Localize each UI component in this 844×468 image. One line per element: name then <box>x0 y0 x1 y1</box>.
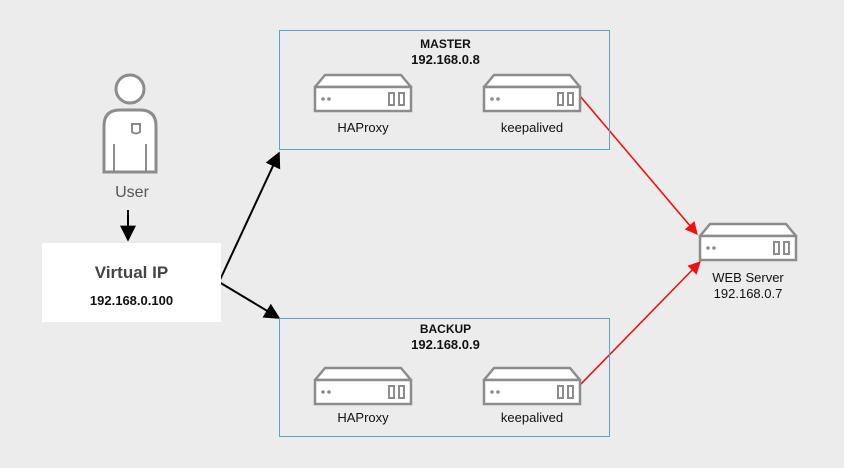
backup-haproxy-server-icon <box>313 366 413 406</box>
virtual-ip-address: 192.168.0.100 <box>89 293 174 308</box>
person-icon <box>102 73 158 174</box>
backup-group: BACKUP 192.168.0.9 HAProxy keepalived <box>279 318 610 437</box>
web-server-address: 192.168.0.7 <box>713 286 783 301</box>
web-server-label: WEB Server <box>712 270 784 285</box>
master-keepalived-server-icon <box>482 73 582 113</box>
backup-keepalived-to-web-arrow <box>579 261 701 386</box>
backup-keepalived-label: keepalived <box>500 410 564 425</box>
master-keepalived-to-web-arrow <box>579 95 698 235</box>
master-haproxy-server-icon <box>313 73 413 113</box>
web-server-icon <box>698 222 798 262</box>
backup-role: BACKUP <box>419 322 472 336</box>
master-role: MASTER <box>420 37 471 51</box>
backup-address: 192.168.0.9 <box>411 337 480 352</box>
virtual-ip-box: Virtual IP 192.168.0.100 <box>42 243 221 322</box>
master-address: 192.168.0.8 <box>411 52 480 67</box>
backup-haproxy-label: HAProxy <box>337 410 389 425</box>
master-group: MASTER 192.168.0.8 HAProxy keepalived <box>279 30 610 150</box>
master-haproxy-label: HAProxy <box>337 120 389 135</box>
master-keepalived-label: keepalived <box>500 120 564 135</box>
virtual-ip-title: Virtual IP <box>94 263 169 282</box>
user-label: User <box>115 184 149 201</box>
vip-to-backup-arrow <box>218 281 281 319</box>
vip-to-master-arrow <box>218 151 281 283</box>
backup-keepalived-server-icon <box>482 366 582 406</box>
